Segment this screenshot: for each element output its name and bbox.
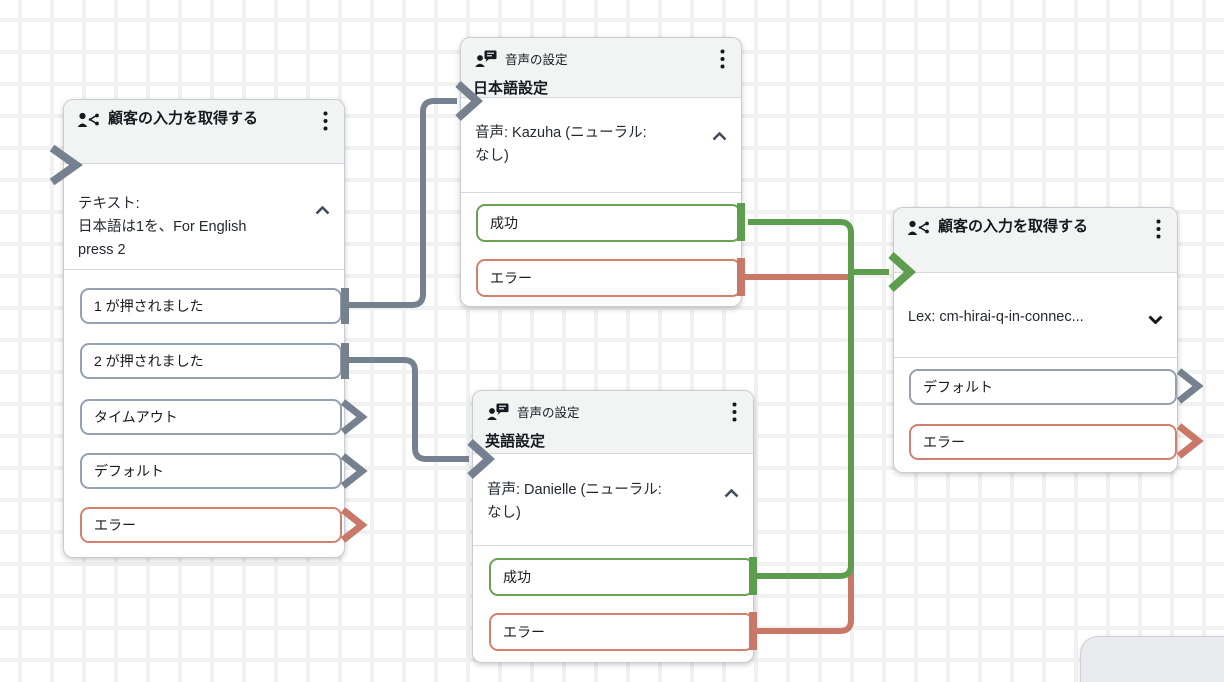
section-divider bbox=[64, 269, 344, 270]
branch-label: デフォルト bbox=[94, 463, 164, 479]
node-title: 顧客の入力を取得する bbox=[108, 110, 259, 127]
branch-label: エラー bbox=[503, 624, 545, 640]
branch-error[interactable]: エラー bbox=[80, 507, 342, 543]
node-title: 英語設定 bbox=[485, 433, 546, 450]
node-body: Lex: cm-hirai-q-in-connec... bbox=[908, 306, 1137, 329]
branch-label: エラー bbox=[923, 434, 965, 450]
node-set-voice-english[interactable]: 音声の設定 英語設定 音声: Danielle (ニューラル: なし) 成功 bbox=[472, 390, 754, 663]
node-body: 音声: Danielle (ニューラル: なし) bbox=[487, 479, 713, 525]
branch-label: 1 が押されました bbox=[94, 298, 204, 314]
chevron-up-icon[interactable] bbox=[724, 485, 739, 503]
branch-default[interactable]: デフォルト bbox=[909, 369, 1177, 405]
branch-label: 成功 bbox=[503, 569, 531, 585]
node-header[interactable]: 音声の設定 英語設定 bbox=[473, 391, 753, 454]
kebab-menu-icon[interactable] bbox=[716, 47, 729, 76]
kebab-menu-icon[interactable] bbox=[319, 109, 332, 138]
body-text-line: Lex: cm-hirai-q-in-connec... bbox=[908, 309, 1084, 325]
branch-label: タイムアウト bbox=[94, 409, 178, 425]
node-title: 顧客の入力を取得する bbox=[938, 218, 1089, 235]
section-divider bbox=[473, 545, 753, 546]
branch-label: 2 が押されました bbox=[94, 353, 204, 369]
branch-error[interactable]: エラー bbox=[489, 613, 754, 651]
node-header[interactable]: 音声の設定 日本語設定 bbox=[461, 38, 741, 98]
chevron-up-icon[interactable] bbox=[712, 128, 727, 146]
customer-input-icon bbox=[78, 112, 100, 133]
node-title: 日本語設定 bbox=[473, 80, 549, 97]
body-text-line: press 2 bbox=[78, 242, 126, 258]
branch-label: エラー bbox=[94, 517, 136, 533]
section-divider bbox=[461, 192, 741, 193]
branch-timeout[interactable]: タイムアウト bbox=[80, 399, 342, 435]
branch-label: 成功 bbox=[490, 215, 518, 231]
node-body: 音声: Kazuha (ニューラル: なし) bbox=[475, 122, 701, 168]
branch-error[interactable]: エラー bbox=[909, 424, 1177, 460]
branch-label: デフォルト bbox=[923, 379, 993, 395]
voice-settings-icon bbox=[487, 403, 509, 425]
body-text-line: 日本語は1を、For English bbox=[78, 219, 247, 235]
kebab-menu-icon[interactable] bbox=[728, 400, 741, 429]
chevron-down-icon[interactable] bbox=[1148, 311, 1163, 329]
branch-default[interactable]: デフォルト bbox=[80, 453, 342, 489]
node-type-label: 音声の設定 bbox=[505, 53, 568, 67]
node-type-label: 音声の設定 bbox=[517, 406, 580, 420]
canvas-corner-panel bbox=[1080, 636, 1224, 682]
body-text-line: なし) bbox=[487, 505, 521, 521]
branch-label: エラー bbox=[490, 270, 532, 286]
branch-success[interactable]: 成功 bbox=[476, 204, 741, 242]
kebab-menu-icon[interactable] bbox=[1152, 217, 1165, 246]
branch-pressed-1[interactable]: 1 が押されました bbox=[80, 288, 342, 324]
node-get-customer-input-1[interactable]: 顧客の入力を取得する テキスト: 日本語は1を、For English pres… bbox=[63, 99, 345, 558]
node-header[interactable]: 顧客の入力を取得する bbox=[64, 100, 344, 164]
customer-input-icon bbox=[908, 220, 930, 241]
node-set-voice-japanese[interactable]: 音声の設定 日本語設定 音声: Kazuha (ニューラル: なし) 成功 bbox=[460, 37, 742, 307]
voice-settings-icon bbox=[475, 50, 497, 72]
node-header[interactable]: 顧客の入力を取得する bbox=[894, 208, 1177, 273]
branch-pressed-2[interactable]: 2 が押されました bbox=[80, 343, 342, 379]
branch-error[interactable]: エラー bbox=[476, 259, 741, 297]
branch-success[interactable]: 成功 bbox=[489, 558, 754, 596]
body-text-line: なし) bbox=[475, 148, 509, 164]
node-body: テキスト: 日本語は1を、For English press 2 bbox=[78, 193, 304, 262]
body-text-line: 音声: Kazuha (ニューラル: bbox=[475, 125, 647, 141]
chevron-up-icon[interactable] bbox=[315, 202, 330, 220]
node-get-customer-input-2[interactable]: 顧客の入力を取得する Lex: cm-hirai-q-in-connec... … bbox=[893, 207, 1178, 473]
body-text-line: 音声: Danielle (ニューラル: bbox=[487, 482, 662, 498]
body-text-line: テキスト: bbox=[78, 196, 140, 212]
section-divider bbox=[894, 357, 1177, 358]
